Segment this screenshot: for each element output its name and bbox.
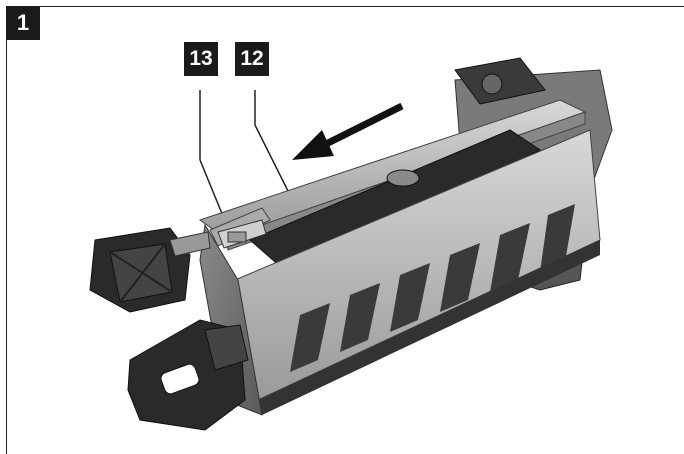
direction-arrow (292, 102, 404, 160)
clamp-lever (217, 219, 267, 249)
leader-line-12-angled (254, 124, 291, 196)
callout-13: 13 (184, 42, 218, 76)
callout-12: 12 (235, 42, 269, 76)
frame-left-border (6, 6, 7, 454)
frame-top-border (6, 6, 684, 7)
figure-number-badge: 1 (6, 6, 40, 40)
side-lattice-frame (234, 129, 601, 415)
left-foot-pad (89, 227, 211, 313)
front-handle-foot (127, 319, 249, 431)
